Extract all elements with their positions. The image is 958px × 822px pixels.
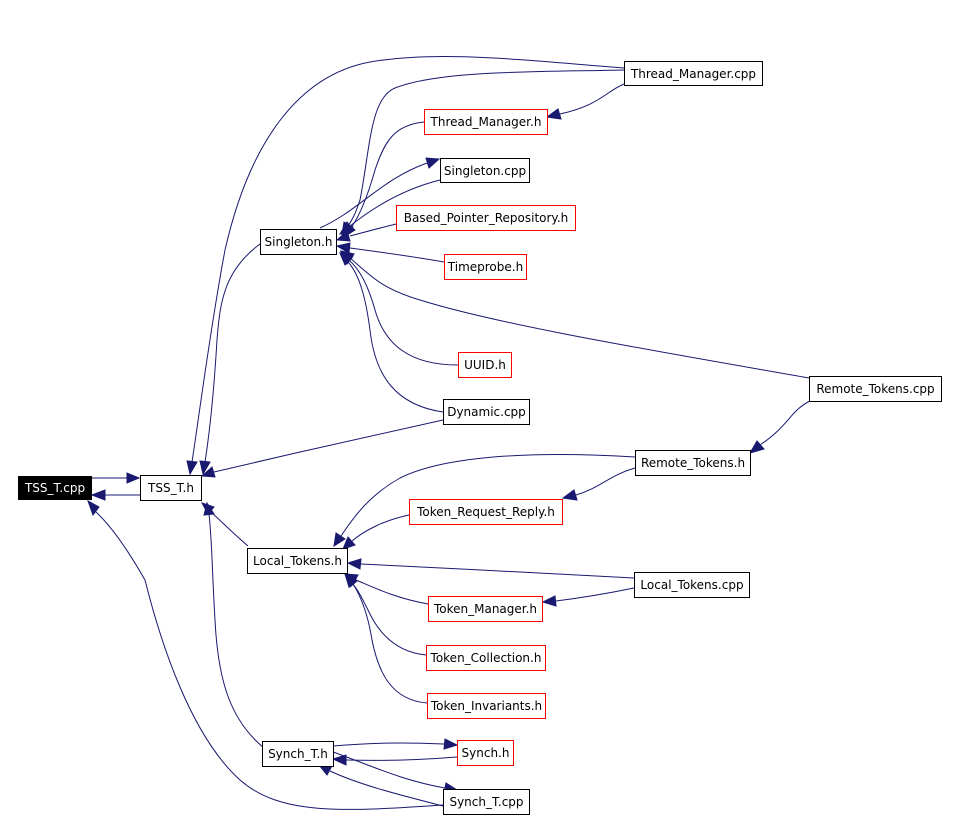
node-tss-t-h[interactable]: TSS_T.h bbox=[140, 475, 202, 501]
edge-synch-t-h-to-tss-t-h bbox=[208, 513, 265, 749]
edge-timeprobe-h-to-singleton-h bbox=[349, 247, 445, 263]
node-label: Synch_T.h bbox=[268, 747, 328, 761]
edge-remote-tokens-h-to-token-request-reply-h bbox=[575, 467, 636, 496]
node-singleton-cpp[interactable]: Singleton.cpp bbox=[440, 158, 530, 183]
edge-arrowhead bbox=[200, 466, 216, 478]
node-remote-tokens-cpp[interactable]: Remote_Tokens.cpp bbox=[809, 376, 942, 402]
edge-thread-manager-cpp-to-tss-t-h bbox=[191, 55, 625, 463]
edge-arrowhead bbox=[346, 558, 362, 570]
edge-arrowhead bbox=[335, 242, 351, 254]
node-dynamic-cpp[interactable]: Dynamic.cpp bbox=[443, 399, 530, 425]
edge-token-request-reply-h-to-local-tokens-h bbox=[351, 514, 410, 542]
edge-singleton-cpp-to-singleton-h bbox=[349, 179, 441, 227]
node-token-invariants-h[interactable]: Token_Invariants.h bbox=[427, 693, 546, 719]
node-token-collection-h[interactable]: Token_Collection.h bbox=[426, 645, 546, 671]
node-label: Token_Manager.h bbox=[433, 602, 538, 616]
edge-dynamic-cpp-to-tss-t-h bbox=[213, 419, 444, 473]
node-uuid-h[interactable]: UUID.h bbox=[458, 352, 512, 378]
node-singleton-h[interactable]: Singleton.h bbox=[260, 229, 337, 255]
node-label: UUID.h bbox=[464, 358, 506, 372]
edge-arrowhead bbox=[126, 472, 141, 484]
node-label: Synch.h bbox=[461, 746, 510, 760]
edge-token-manager-h-to-local-tokens-h bbox=[355, 579, 429, 605]
node-label: Based_Pointer_Repository.h bbox=[403, 211, 569, 225]
node-thread-manager-h[interactable]: Thread_Manager.h bbox=[424, 109, 548, 135]
node-label: Thread_Manager.cpp bbox=[630, 66, 757, 81]
edge-token-collection-h-to-local-tokens-h bbox=[351, 582, 427, 656]
node-label: Remote_Tokens.cpp bbox=[816, 382, 935, 396]
node-label: Token_Request_Reply.h bbox=[417, 505, 555, 519]
edge-arrowhead bbox=[443, 738, 459, 750]
edge-arrowhead bbox=[541, 595, 557, 607]
edge-arrowhead bbox=[335, 230, 351, 242]
edge-singleton-h-to-tss-t-h bbox=[204, 243, 261, 463]
edge-thread-manager-cpp-to-thread-manager-h bbox=[559, 83, 625, 115]
node-label: Synch_T.cpp bbox=[449, 795, 524, 809]
node-label: Thread_Manager.h bbox=[430, 115, 542, 129]
edge-arrowhead bbox=[545, 108, 562, 120]
edge-singleton-h-to-singleton-cpp bbox=[319, 162, 428, 229]
node-token-request-reply-h[interactable]: Token_Request_Reply.h bbox=[409, 499, 563, 525]
edge-dynamic-cpp-to-singleton-h bbox=[347, 261, 444, 413]
node-label: Singleton.h bbox=[264, 235, 333, 249]
edge-synch-t-cpp-to-synch-t-h bbox=[329, 770, 444, 807]
node-label: Local_Tokens.h bbox=[253, 554, 342, 568]
edge-synch-h-to-synch-t-h bbox=[345, 756, 458, 761]
edge-arrowhead bbox=[90, 489, 106, 501]
node-remote-tokens-h[interactable]: Remote_Tokens.h bbox=[635, 450, 751, 476]
edge-local-tokens-cpp-to-token-manager-h bbox=[555, 587, 635, 602]
edge-local-tokens-cpp-to-local-tokens-h bbox=[360, 563, 635, 579]
edge-token-invariants-h-to-local-tokens-h bbox=[352, 583, 428, 704]
edge-remote-tokens-h-to-local-tokens-h bbox=[340, 454, 636, 537]
node-synch-h[interactable]: Synch.h bbox=[457, 740, 514, 766]
node-label: Singleton.cpp bbox=[443, 163, 527, 178]
graph-edges bbox=[87, 55, 813, 810]
edge-synch-t-h-to-synch-h bbox=[332, 742, 445, 747]
node-synch-t-cpp[interactable]: Synch_T.cpp bbox=[443, 789, 530, 815]
edge-arrowhead bbox=[345, 573, 358, 588]
edge-arrowhead bbox=[87, 499, 100, 517]
node-label: Local_Tokens.cpp bbox=[640, 578, 744, 592]
node-tss-t-cpp[interactable]: TSS_T.cpp bbox=[18, 476, 92, 500]
node-label: Remote_Tokens.h bbox=[640, 456, 746, 470]
edge-remote-tokens-cpp-to-singleton-h bbox=[349, 257, 810, 379]
node-based-pointer-repository-h[interactable]: Based_Pointer_Repository.h bbox=[396, 205, 576, 231]
edge-arrowhead bbox=[339, 250, 355, 263]
edge-arrowhead bbox=[333, 532, 346, 548]
edge-arrowhead bbox=[748, 440, 765, 454]
node-label: Token_Invariants.h bbox=[430, 699, 543, 713]
edge-synch-t-h-to-synch-t-cpp bbox=[332, 751, 446, 789]
node-local-tokens-h[interactable]: Local_Tokens.h bbox=[247, 548, 348, 574]
node-synch-t-h[interactable]: Synch_T.h bbox=[262, 741, 334, 767]
edge-arrowhead bbox=[342, 536, 356, 550]
edge-arrowhead bbox=[203, 501, 215, 516]
edge-based-pointer-repository-h-to-singleton-h bbox=[349, 223, 397, 237]
edge-thread-manager-cpp-to-singleton-h bbox=[347, 69, 625, 227]
node-thread-manager-cpp[interactable]: Thread_Manager.cpp bbox=[624, 61, 763, 86]
edge-arrowhead bbox=[425, 157, 441, 169]
edge-remote-tokens-cpp-to-remote-tokens-h bbox=[759, 399, 813, 446]
edge-arrowhead bbox=[331, 754, 347, 766]
edge-local-tokens-h-to-tss-t-h bbox=[209, 510, 249, 547]
node-local-tokens-cpp[interactable]: Local_Tokens.cpp bbox=[634, 572, 750, 598]
node-label: TSS_T.cpp bbox=[24, 481, 86, 495]
edge-arrowhead bbox=[199, 460, 211, 476]
node-token-manager-h[interactable]: Token_Manager.h bbox=[428, 596, 543, 622]
edge-arrowhead bbox=[561, 489, 578, 501]
edge-synch-t-cpp-to-tss-t-cpp bbox=[95, 511, 444, 810]
edge-thread-manager-h-to-singleton-h bbox=[350, 121, 425, 229]
edge-uuid-h-to-singleton-h bbox=[348, 259, 459, 366]
node-label: Dynamic.cpp bbox=[447, 405, 526, 419]
node-label: Token_Collection.h bbox=[430, 651, 542, 665]
node-label: TSS_T.h bbox=[148, 481, 194, 495]
node-label: Timeprobe.h bbox=[447, 260, 524, 274]
edge-arrowhead bbox=[186, 460, 198, 476]
node-timeprobe-h[interactable]: Timeprobe.h bbox=[444, 254, 527, 280]
